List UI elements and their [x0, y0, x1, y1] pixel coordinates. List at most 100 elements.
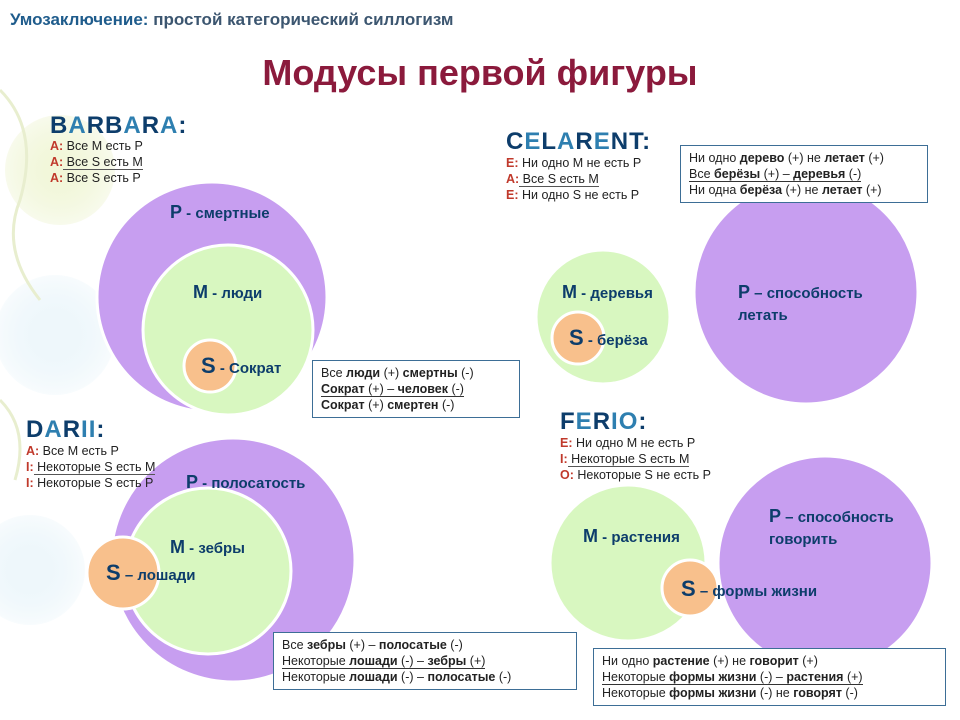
mode-name-part: D [26, 416, 45, 443]
mode-name-part: A [44, 416, 63, 443]
celarent-name: CELARENT: [506, 128, 651, 156]
mode-name-part: A [160, 112, 179, 139]
mode-name-part: E [575, 408, 593, 435]
ferio-name: FERIO: [560, 408, 647, 436]
mode-name-part: IO [611, 408, 639, 435]
mode-name-part: : [638, 408, 648, 435]
premise-line: E: Ни одно М не есть Р [560, 435, 711, 451]
mode-name-part: A [557, 128, 576, 155]
premise-text: Все М есть Р [63, 139, 143, 153]
mode-name-part: R [62, 416, 82, 443]
premise-line: I: Некоторые S есть Р [26, 475, 155, 491]
premise-letter: E: [560, 436, 573, 450]
premise-line: E: Ни одно М не есть Р [506, 155, 641, 171]
premise-line: A: Все М есть Р [50, 138, 143, 154]
ferio-example-box: Ни одно растение (+) не говорит (+) Некот… [593, 648, 946, 706]
mode-name-part: L [541, 128, 558, 155]
mode-name-part: A [123, 112, 142, 139]
darii-term-p: Р - полосатость [186, 472, 306, 492]
mode-name-part: A [68, 112, 87, 139]
darii-term-m: М - зебры [170, 537, 245, 557]
premise-letter: E: [506, 188, 519, 202]
premise-text: Ни одно М не есть Р [572, 436, 696, 450]
mode-name-part: R [575, 128, 594, 155]
premise-letter: A: [50, 155, 64, 169]
premise-text: Некоторые S есть М [33, 460, 156, 475]
mode-name-part: C [506, 128, 525, 155]
premise-text: Все S есть М [63, 155, 143, 170]
example-line: Некоторые лошади (-) – полосатые (-) [282, 670, 512, 684]
premise-letter: A: [50, 171, 64, 185]
mode-name-part: E [524, 128, 542, 155]
premise-line: A: Все М есть Р [26, 443, 155, 459]
darii-example-box: Все зебры (+) – полосатые (-) Некоторые л… [273, 632, 577, 690]
barbara-example-box: Все люди (+) смертны (-) Сократ (+) – чел… [312, 360, 520, 418]
slide-title: Модусы первой фигуры [262, 52, 698, 93]
mode-name-part: B [50, 112, 69, 139]
example-line: Ни одно растение (+) не говорит (+) [602, 654, 818, 668]
ferio-term-s: S – формы жизни [681, 576, 818, 601]
premise-letter: I: [560, 452, 568, 466]
mode-name-part: RB [86, 112, 124, 139]
example-line: Ни одна берёза (+) не летает (+) [689, 183, 882, 197]
ferio-term-m: М - растения [583, 526, 680, 546]
premise-text: Все S есть М [519, 172, 599, 187]
premise-text: Некоторые S есть Р [33, 476, 154, 490]
premise-letter: I: [26, 460, 34, 474]
mode-name-part: R [141, 112, 161, 139]
example-line: Некоторые лошади (-) – зебры (+) [282, 654, 486, 669]
barbara-name: BARBARA: [50, 112, 187, 140]
darii-term-s: S – лошади [106, 560, 196, 585]
premise-text: Все S есть Р [63, 171, 141, 185]
example-line: Все берёзы (+) – деревья (-) [689, 167, 862, 182]
mode-name-part: : [96, 416, 106, 443]
mode-name-part: : [178, 112, 188, 139]
example-line: Некоторые формы жизни (-) – растения (+) [602, 670, 863, 685]
premise-letter: A: [50, 139, 64, 153]
header-lead: Умозаключение: [10, 10, 149, 29]
celarent-term-s: S - берёза [569, 325, 648, 350]
premise-letter: E: [506, 156, 519, 170]
example-line: Некоторые формы жизни (-) не говорят (-) [602, 686, 858, 700]
premise-line: O: Некоторые S не есть Р [560, 467, 711, 483]
premise-text: Некоторые S есть М [567, 452, 690, 467]
barbara-term-p: Р - смертные [170, 202, 270, 222]
mode-name-part: E [593, 128, 611, 155]
celarent-term-p: Р – способность летать [738, 282, 863, 324]
premise-line: E: Ни одно S не есть Р [506, 187, 641, 203]
premise-line: A: Все S есть Р [50, 170, 143, 186]
celarent-term-m: М - деревья [562, 282, 653, 302]
ferio-term-p: Р – способность говорить [769, 506, 894, 548]
premise-line: A: Все S есть М [506, 171, 641, 187]
example-line: Ни одно дерево (+) не летает (+) [689, 151, 884, 165]
barbara-term-m: М - люди [193, 282, 263, 302]
barbara-term-s: S - Сократ [201, 353, 282, 378]
example-line: Сократ (+) смертен (-) [321, 398, 455, 412]
example-line: Сократ (+) – человек (-) [321, 382, 464, 397]
mode-name-part: II [81, 416, 97, 443]
premise-text: Некоторые S не есть Р [573, 468, 711, 482]
mode-name-part: R [592, 408, 612, 435]
header-rest: простой категорический силлогизм [148, 10, 454, 29]
slide-header: Умозаключение: простой категорический си… [10, 10, 453, 30]
premise-text: Ни одно S не есть Р [518, 188, 640, 202]
premise-letter: I: [26, 476, 34, 490]
example-line: Все люди (+) смертны (-) [321, 366, 474, 380]
premise-text: Ни одно М не есть Р [518, 156, 642, 170]
premise-letter: O: [560, 468, 574, 482]
premise-line: I: Некоторые S есть М [560, 451, 711, 467]
example-line: Все зебры (+) – полосатые (-) [282, 638, 463, 652]
premise-text: Все М есть Р [39, 444, 119, 458]
premise-letter: A: [26, 444, 40, 458]
celarent-example-box: Ни одно дерево (+) не летает (+) Все берё… [680, 145, 928, 203]
premise-line: A: Все S есть М [50, 154, 143, 170]
mode-name-part: F [560, 408, 576, 435]
premise-line: I: Некоторые S есть М [26, 459, 156, 475]
darii-name: DARII: [26, 416, 105, 444]
mode-name-part: NT: [610, 128, 652, 155]
